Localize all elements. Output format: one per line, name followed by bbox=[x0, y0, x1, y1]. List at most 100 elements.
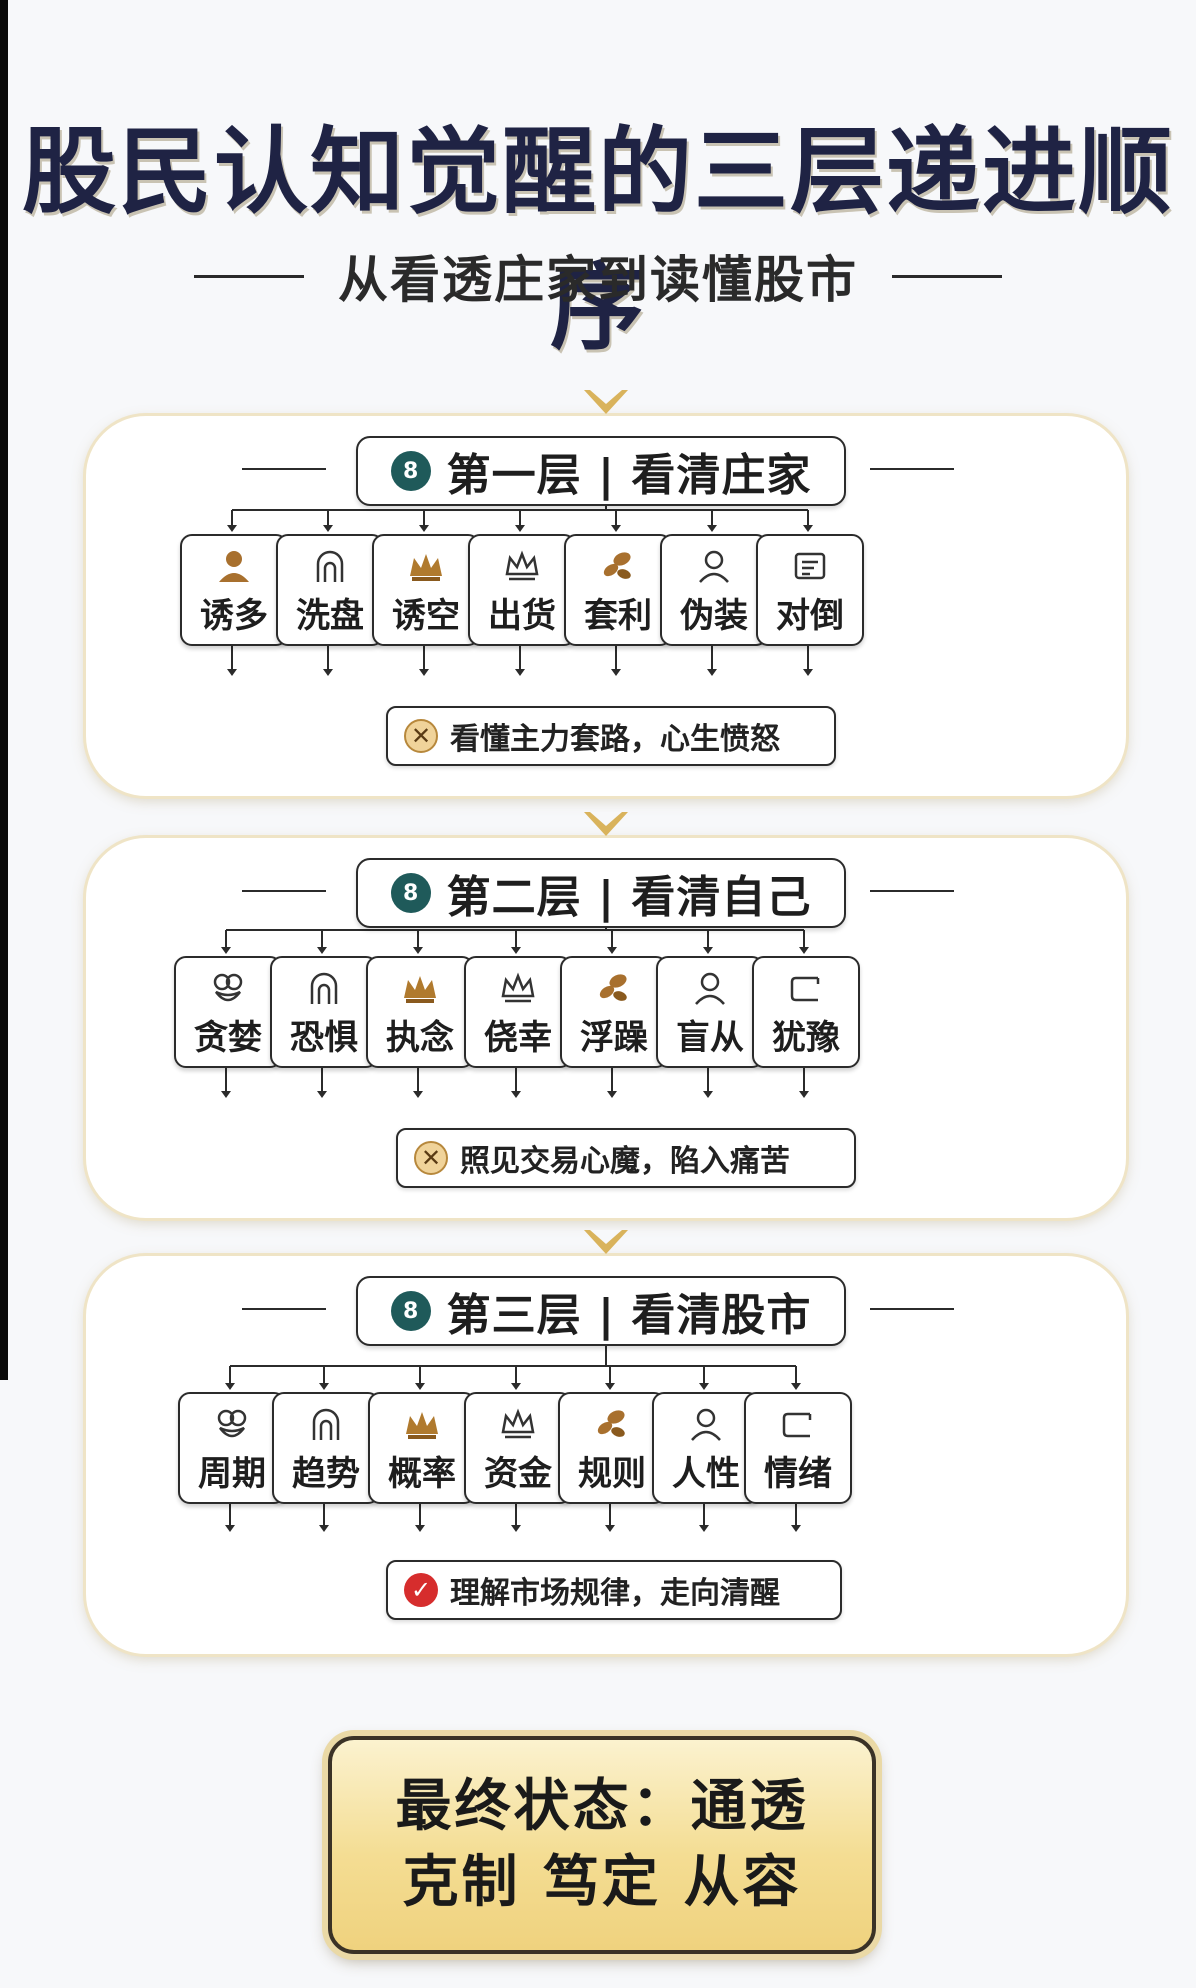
arrow-down-icon bbox=[607, 947, 617, 954]
concept-box: 规则 bbox=[558, 1392, 666, 1504]
subtitle-divider-left bbox=[194, 274, 304, 278]
arrow-down-icon bbox=[221, 1091, 231, 1098]
header-divider-right bbox=[870, 890, 954, 892]
left-edge-bar bbox=[0, 0, 8, 1380]
x-circle-icon: ✕ bbox=[414, 1141, 448, 1175]
concept-box: 浮躁 bbox=[560, 956, 668, 1068]
arrow-down-icon bbox=[791, 1525, 801, 1532]
concept-box: 恐惧 bbox=[270, 956, 378, 1068]
layer-1-header: 8 第一层 | 看清庄家 bbox=[356, 436, 846, 506]
concept-label: 侥幸 bbox=[484, 1018, 552, 1058]
arch-icon bbox=[310, 546, 350, 586]
main-title: 股民认知觉醒的三层递进顺序 bbox=[21, 118, 1174, 363]
concept-label: 周期 bbox=[198, 1454, 266, 1494]
layer-1-result: ✕ 看懂主力套路，心生愤怒 bbox=[386, 706, 836, 766]
concept-label: 趋势 bbox=[292, 1454, 360, 1494]
concept-box: 出货 bbox=[468, 534, 576, 646]
final-state-line-2: 克制 笃定 从容 bbox=[402, 1850, 802, 1915]
concept-box: 对倒 bbox=[756, 534, 864, 646]
arrow-down-icon bbox=[707, 669, 717, 676]
knot-icon bbox=[208, 968, 248, 1008]
user-outline-icon bbox=[690, 968, 730, 1008]
concept-label: 伪装 bbox=[680, 596, 748, 636]
header-divider-left bbox=[242, 1308, 326, 1310]
crown-outline-icon bbox=[502, 546, 542, 586]
crown-gold-icon bbox=[400, 968, 440, 1008]
layer-1-result-text: 看懂主力套路，心生愤怒 bbox=[450, 722, 780, 757]
layer-badge-icon: 8 bbox=[390, 873, 431, 913]
arrow-down-icon bbox=[799, 1091, 809, 1098]
subtitle: 从看透庄家到读懂股市 bbox=[338, 251, 858, 309]
arrow-down-icon bbox=[323, 525, 333, 532]
header-divider-right bbox=[870, 468, 954, 470]
concept-label: 资金 bbox=[484, 1454, 552, 1494]
subtitle-row: 从看透庄家到读懂股市 bbox=[0, 240, 1196, 312]
concept-label: 诱空 bbox=[392, 596, 460, 636]
x-circle-icon: ✕ bbox=[404, 719, 438, 753]
arrow-down-icon bbox=[221, 947, 231, 954]
concept-box: 概率 bbox=[368, 1392, 476, 1504]
concept-label: 对倒 bbox=[776, 596, 844, 636]
arrow-down-icon bbox=[415, 1525, 425, 1532]
concept-box: 情绪 bbox=[744, 1392, 852, 1504]
layer-3-header: 8 第三层 | 看清股市 bbox=[356, 1276, 846, 1346]
layer-2-header: 8 第二层 | 看清自己 bbox=[356, 858, 846, 928]
concept-label: 概率 bbox=[388, 1454, 456, 1494]
arrow-down-icon bbox=[419, 525, 429, 532]
arrow-down-icon bbox=[317, 1091, 327, 1098]
concept-label: 盲从 bbox=[676, 1018, 744, 1058]
layer-3-panel: 8 第三层 | 看清股市 周期趋势概率资金规则人性情绪 ✓ 理解市场规律，走向清… bbox=[86, 1230, 1126, 1654]
arrow-down-icon bbox=[415, 1383, 425, 1390]
concept-label: 浮躁 bbox=[580, 1018, 648, 1058]
arrow-down-icon bbox=[511, 947, 521, 954]
arrow-down-icon bbox=[799, 947, 809, 954]
arrow-down-icon bbox=[699, 1525, 709, 1532]
concept-label: 规则 bbox=[578, 1454, 646, 1494]
arch-icon bbox=[304, 968, 344, 1008]
concept-label: 犹豫 bbox=[772, 1018, 840, 1058]
arrow-down-icon bbox=[515, 525, 525, 532]
crown-outline-icon bbox=[498, 968, 538, 1008]
concept-box: 趋势 bbox=[272, 1392, 380, 1504]
concept-box: 执念 bbox=[366, 956, 474, 1068]
concept-label: 贪婪 bbox=[194, 1018, 262, 1058]
final-state-line-1: 最终状态：通透 bbox=[395, 1774, 809, 1839]
arrow-down-icon bbox=[611, 525, 621, 532]
arrow-down-icon bbox=[515, 669, 525, 676]
arrow-down-icon bbox=[225, 1383, 235, 1390]
arch-icon bbox=[306, 1404, 346, 1444]
knot-icon bbox=[212, 1404, 252, 1444]
layer-1-title: 第一层 | 看清庄家 bbox=[446, 450, 812, 501]
concept-box: 洗盘 bbox=[276, 534, 384, 646]
arrow-down-icon bbox=[707, 525, 717, 532]
crown-gold-icon bbox=[406, 546, 446, 586]
layer-2-result: ✕ 照见交易心魔，陷入痛苦 bbox=[396, 1128, 856, 1188]
header-divider-left bbox=[242, 890, 326, 892]
subtitle-divider-right bbox=[892, 274, 1002, 278]
layer-3-result: ✓ 理解市场规律，走向清醒 bbox=[386, 1560, 842, 1620]
concept-label: 执念 bbox=[386, 1018, 454, 1058]
leaf-icon bbox=[592, 1404, 632, 1444]
arrow-down-icon bbox=[803, 525, 813, 532]
crown-outline-icon bbox=[498, 1404, 538, 1444]
arrow-down-icon bbox=[605, 1383, 615, 1390]
concept-box: 贪婪 bbox=[174, 956, 282, 1068]
leaf-icon bbox=[594, 968, 634, 1008]
arrow-down-icon bbox=[703, 1091, 713, 1098]
layer-badge-icon: 8 bbox=[390, 451, 431, 491]
card-icon bbox=[786, 968, 826, 1008]
header-divider-left bbox=[242, 468, 326, 470]
arrow-down-icon bbox=[319, 1525, 329, 1532]
arrow-down-icon bbox=[511, 1091, 521, 1098]
final-state-box: 最终状态：通透 克制 笃定 从容 bbox=[328, 1736, 876, 1954]
concept-label: 套利 bbox=[584, 596, 652, 636]
check-circle-icon: ✓ bbox=[404, 1573, 438, 1607]
arrow-down-icon bbox=[511, 1383, 521, 1390]
concept-label: 洗盘 bbox=[296, 596, 364, 636]
arrow-down-icon bbox=[227, 525, 237, 532]
concept-box: 资金 bbox=[464, 1392, 572, 1504]
arrow-down-icon bbox=[511, 1525, 521, 1532]
concept-label: 诱多 bbox=[200, 596, 268, 636]
leaf-icon bbox=[598, 546, 638, 586]
arrow-down-icon bbox=[413, 947, 423, 954]
